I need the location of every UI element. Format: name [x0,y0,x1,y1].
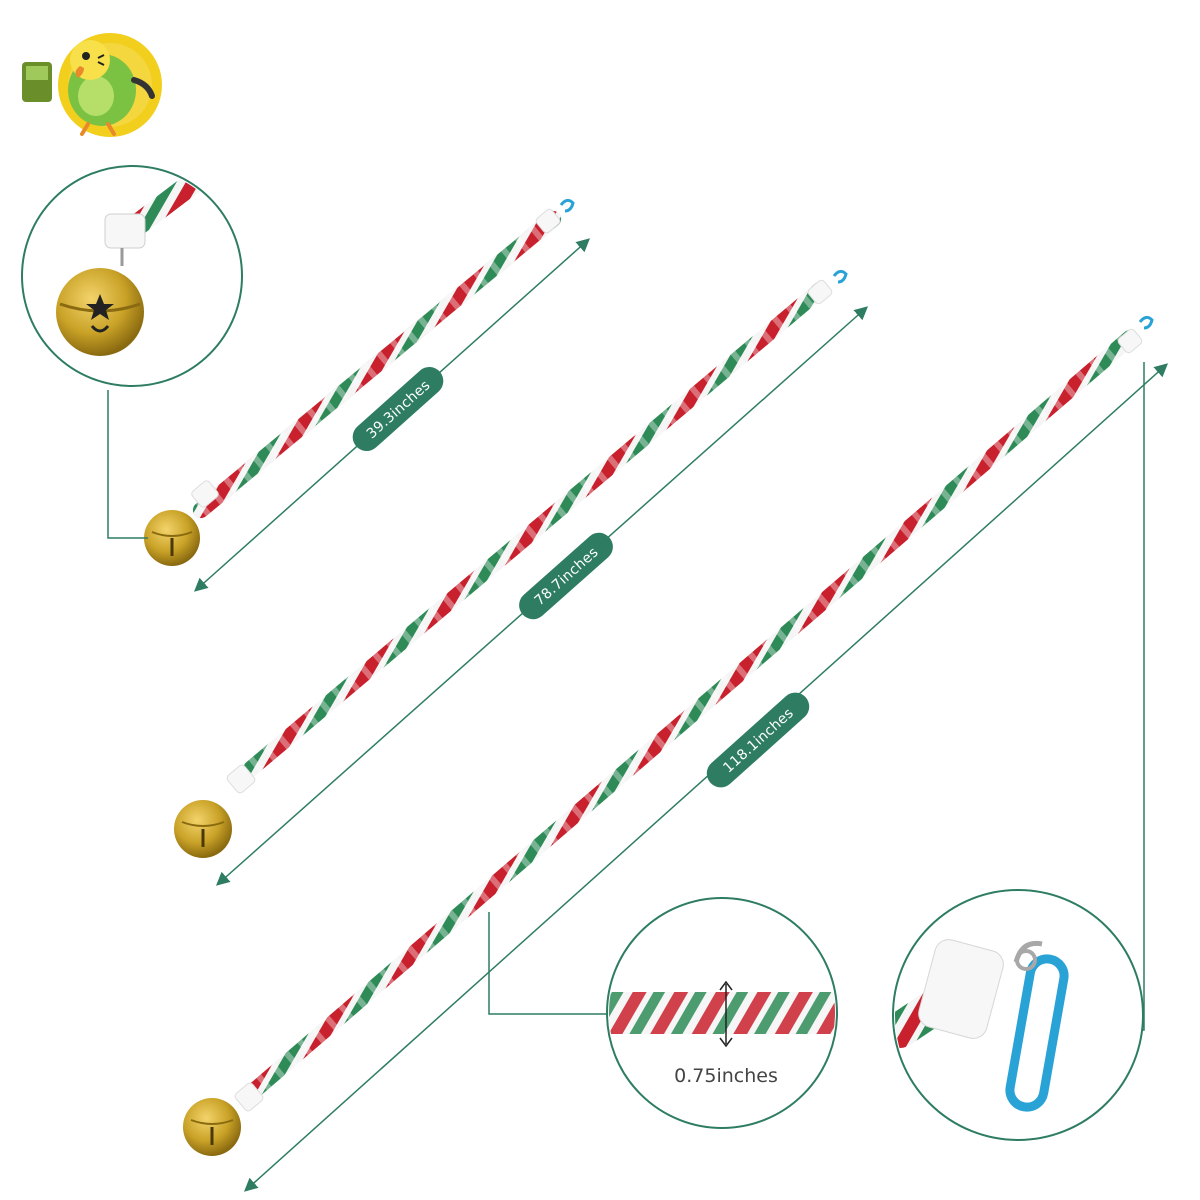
jingle-bell-icon [174,800,232,858]
jingle-bell-icon [144,510,200,566]
length-dimension-78: 78.7inches [215,306,869,886]
bell-detail-callout [21,165,243,387]
jingle-bell-icon [56,268,144,356]
diameter-label: 0.75inches [674,1065,778,1087]
carabiner-detail-callout [892,889,1144,1141]
clip-callout-connector [1141,362,1145,1031]
parrot-logo-icon [22,33,162,137]
length-label-78: 78.7inches [532,544,602,609]
length-label-118: 118.1inches [720,705,797,776]
carabiner-clip-icon [1005,940,1069,1112]
length-label-39: 39.3inches [364,377,434,442]
jingle-bell-icon [183,1098,241,1156]
bell-callout-connector [107,390,148,539]
diameter-callout-connector [488,912,609,1015]
diameter-detail-callout: 0.75inches [606,897,838,1129]
